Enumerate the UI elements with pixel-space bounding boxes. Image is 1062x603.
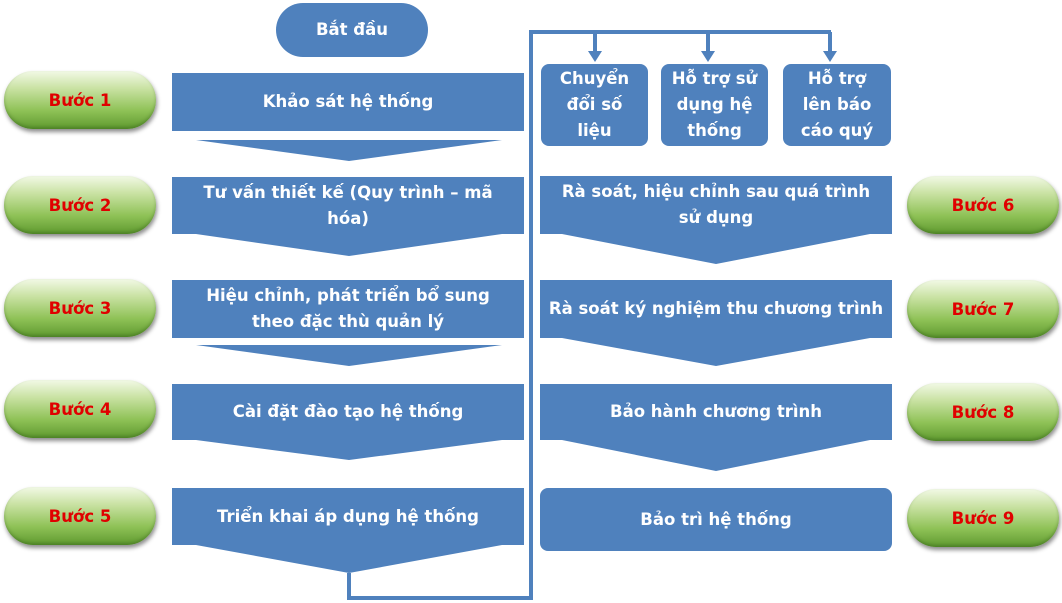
branch-box-2: Hỗ trợ sử dụng hệ thống: [661, 64, 768, 146]
step-box-9: Bảo trì hệ thống: [540, 488, 892, 551]
down-arrow-4: [196, 440, 502, 460]
step-box-2: Tư vấn thiết kế (Quy trình – mã hóa): [172, 177, 524, 234]
down-arrow-5: [196, 545, 502, 573]
branch-arrow-2: [701, 51, 715, 62]
step-text-5: Triển khai áp dụng hệ thống: [217, 506, 479, 526]
step-box-1: Khảo sát hệ thống: [172, 73, 524, 131]
step-pill-label-7: Bước 7: [951, 299, 1015, 319]
branch-text-1: Chuyển đổi số liệu: [559, 69, 630, 140]
step-pill-label-4: Bước 4: [48, 399, 112, 419]
step-pill-label-2: Bước 2: [48, 195, 112, 215]
down-arrow-7: [562, 338, 870, 366]
down-arrow-1: [196, 140, 502, 161]
step-pill-1: Bước 1: [4, 71, 156, 129]
down-arrow-6: [562, 234, 870, 264]
step-box-5: Triển khai áp dụng hệ thống: [172, 488, 524, 545]
step-pill-8: Bước 8: [907, 383, 1059, 441]
branch-arrow-3: [823, 51, 837, 62]
step-text-9: Bảo trì hệ thống: [640, 509, 792, 529]
step-pill-label-3: Bước 3: [48, 298, 112, 318]
step-text-3: Hiệu chỉnh, phát triển bổ sung theo đặc …: [206, 286, 490, 331]
branch-text-2: Hỗ trợ sử dụng hệ thống: [671, 69, 758, 140]
step-text-7: Rà soát ký nghiệm thu chương trình: [548, 299, 884, 318]
down-arrow-3: [196, 345, 502, 366]
step-pill-9: Bước 9: [907, 489, 1059, 547]
step-box-7: Rà soát ký nghiệm thu chương trình: [540, 280, 892, 338]
step-text-1: Khảo sát hệ thống: [262, 92, 434, 111]
step-pill-7: Bước 7: [907, 280, 1059, 338]
step-pill-label-6: Bước 6: [951, 195, 1015, 215]
step-pill-label-1: Bước 1: [48, 90, 112, 110]
step-box-6: Rà soát, hiệu chỉnh sau quá trình sử dụn…: [540, 176, 892, 234]
step-text-8: Bảo hành chương trình: [610, 402, 822, 421]
step-pill-label-5: Bước 5: [48, 506, 112, 526]
step-box-4: Cài đặt đào tạo hệ thống: [172, 384, 524, 440]
branch-box-1: Chuyển đổi số liệu: [541, 64, 648, 146]
step-box-8: Bảo hành chương trình: [540, 384, 892, 440]
step-text-2: Tư vấn thiết kế (Quy trình – mã hóa): [203, 182, 493, 228]
step-pill-4: Bước 4: [4, 380, 156, 438]
step-pill-5: Bước 5: [4, 487, 156, 545]
step-text-6: Rà soát, hiệu chỉnh sau quá trình sử dụn…: [561, 182, 871, 227]
step-pill-2: Bước 2: [4, 176, 156, 234]
step-pill-label-9: Bước 9: [951, 508, 1015, 528]
step-box-3: Hiệu chỉnh, phát triển bổ sung theo đặc …: [172, 280, 524, 338]
down-arrow-2: [196, 234, 502, 256]
branch-text-3: Hỗ trợ lên báo cáo quý: [800, 69, 874, 140]
step-text-4: Cài đặt đào tạo hệ thống: [232, 402, 464, 421]
start-label: Bắt đầu: [315, 20, 389, 39]
step-pill-3: Bước 3: [4, 279, 156, 337]
branch-arrow-1: [588, 51, 602, 62]
connector-line: [347, 30, 831, 600]
step-pill-6: Bước 6: [907, 176, 1059, 234]
branch-box-3: Hỗ trợ lên báo cáo quý: [783, 64, 891, 146]
down-arrow-8: [562, 440, 870, 471]
start-node: Bắt đầu: [276, 3, 428, 57]
step-pill-label-8: Bước 8: [951, 402, 1015, 422]
